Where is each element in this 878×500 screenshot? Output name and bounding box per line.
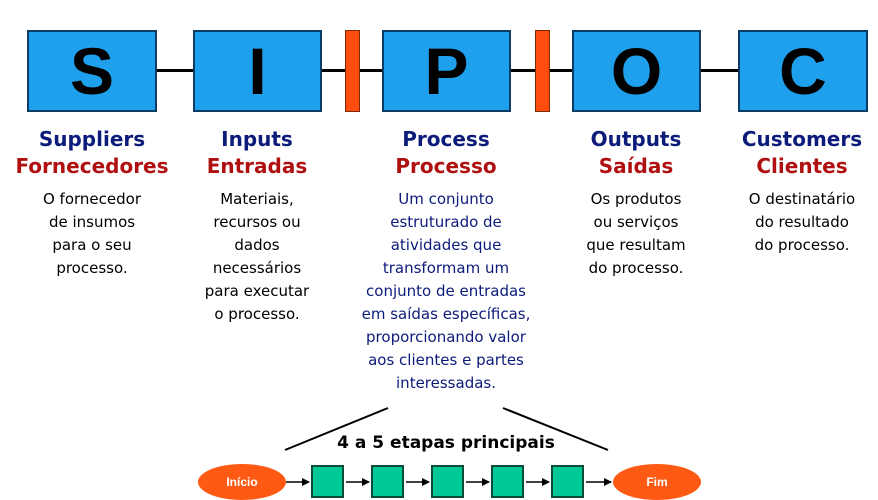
heading-english: Suppliers bbox=[38, 127, 146, 151]
description: O destinatário do resultado do processo. bbox=[748, 190, 856, 254]
description: Materiais, recursos ou dados necessários… bbox=[204, 190, 310, 323]
heading-portuguese: Fornecedores bbox=[15, 154, 169, 178]
description: O fornecedor de insumos para o seu proce… bbox=[42, 190, 141, 277]
step-box bbox=[491, 465, 524, 498]
column-outputs: Outputs Saídas Os produtos ou serviços q… bbox=[551, 126, 721, 280]
step-box bbox=[371, 465, 404, 498]
step-box bbox=[551, 465, 584, 498]
end-ellipse: Fim bbox=[613, 464, 701, 500]
letter-box-s: S bbox=[27, 30, 157, 112]
description: Os produtos ou serviços que resultam do … bbox=[586, 190, 686, 277]
column-customers: Customers Clientes O destinatário do res… bbox=[716, 126, 878, 257]
separator-bar bbox=[345, 30, 360, 112]
step-box bbox=[431, 465, 464, 498]
start-ellipse: Início bbox=[198, 464, 286, 500]
heading-portuguese: Entradas bbox=[206, 154, 308, 178]
funnel-line-left bbox=[284, 407, 389, 451]
connector-line bbox=[155, 69, 194, 72]
steps-label: 4 a 5 etapas principais bbox=[337, 433, 555, 453]
heading-english: Customers bbox=[741, 127, 863, 151]
heading-english: Outputs bbox=[590, 127, 682, 151]
letter-box-o: O bbox=[572, 30, 701, 112]
connector-line bbox=[699, 69, 739, 72]
letter-box-p: P bbox=[382, 30, 511, 112]
heading-english: Process bbox=[402, 127, 490, 151]
letter-box-c: C bbox=[738, 30, 868, 112]
column-suppliers: Suppliers Fornecedores O fornecedor de i… bbox=[2, 126, 182, 280]
column-process: Process Processo Um conjunto estruturado… bbox=[336, 126, 556, 395]
separator-bar bbox=[535, 30, 550, 112]
letter-box-i: I bbox=[193, 30, 322, 112]
heading-portuguese: Saídas bbox=[598, 154, 674, 178]
heading-portuguese: Processo bbox=[395, 154, 497, 178]
description: Um conjunto estruturado de atividades qu… bbox=[361, 190, 531, 392]
heading-english: Inputs bbox=[221, 127, 293, 151]
funnel-line-right bbox=[502, 407, 609, 451]
column-inputs: Inputs Entradas Materiais, recursos ou d… bbox=[172, 126, 342, 326]
heading-portuguese: Clientes bbox=[756, 154, 848, 178]
step-box bbox=[311, 465, 344, 498]
